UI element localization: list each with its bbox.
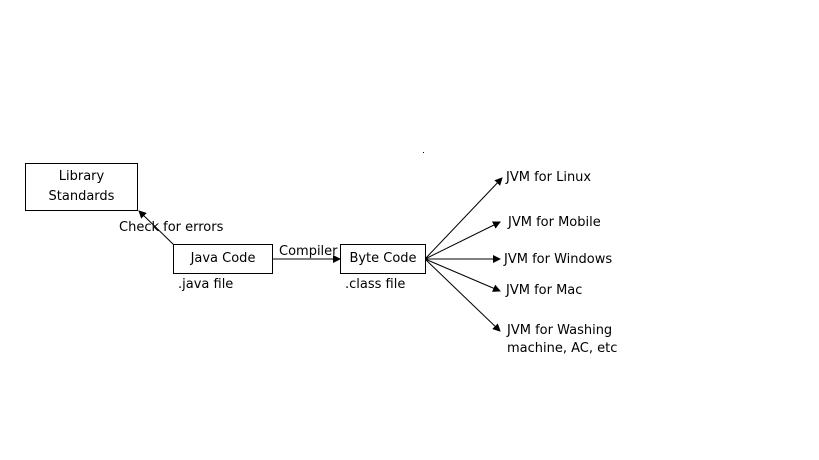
jvm-mac-label: JVM for Mac	[506, 283, 583, 298]
java-code-box: Java Code	[173, 244, 273, 274]
arrow-to-jvm-washing	[424, 258, 501, 332]
check-for-errors-label: Check for errors	[119, 220, 224, 235]
arrow-to-jvm-linux	[424, 177, 503, 260]
jvm-washing-line2: machine, AC, etc	[507, 341, 618, 356]
arrow-java-to-library	[138, 210, 175, 246]
byte-code-box: Byte Code	[340, 244, 426, 274]
jvm-washing-label: JVM for Washing machine, AC, etc	[507, 322, 617, 358]
java-file-caption: .java file	[178, 277, 234, 292]
arrow-to-jvm-mobile	[424, 221, 501, 260]
compiler-label: Compiler	[279, 244, 338, 259]
library-standards-box: Library Standards	[25, 163, 138, 211]
byte-code-label: Byte Code	[349, 251, 417, 266]
jvm-mobile-label: JVM for Mobile	[508, 215, 601, 230]
arrow-to-jvm-mac	[424, 258, 501, 292]
java-code-label: Java Code	[190, 251, 256, 266]
stray-dot	[423, 152, 424, 153]
library-standards-line1: Library	[58, 169, 105, 184]
jvm-windows-label: JVM for Windows	[504, 252, 613, 267]
jvm-linux-label: JVM for Linux	[506, 170, 592, 185]
jvm-washing-line1: JVM for Washing	[507, 323, 613, 338]
library-standards-line2: Standards	[48, 189, 115, 204]
class-file-caption: .class file	[345, 277, 406, 292]
